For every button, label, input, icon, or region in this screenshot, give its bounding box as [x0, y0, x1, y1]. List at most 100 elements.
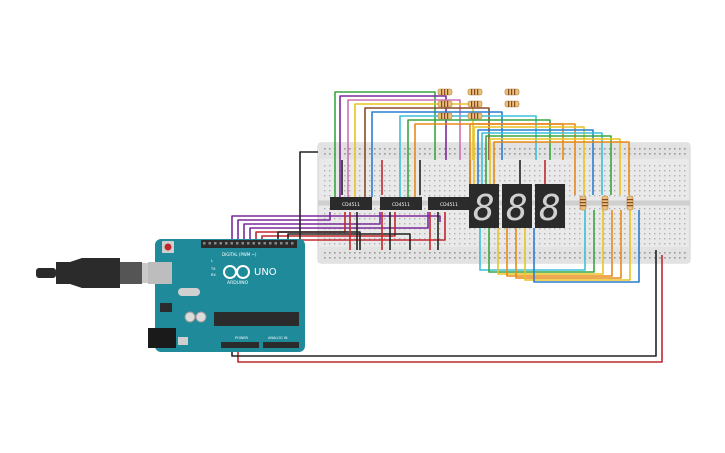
wire-top-arc-4[interactable]: [354, 103, 474, 197]
breadboard-hole: [589, 218, 591, 220]
chip-1[interactable]: CD4511: [330, 197, 372, 210]
breadboard-hole: [654, 153, 656, 155]
breadboard-hole: [389, 148, 391, 150]
breadboard-hole: [424, 208, 426, 210]
wire-black-1[interactable]: [277, 231, 361, 250]
resistor-2[interactable]: [467, 88, 483, 96]
seven-segment-display-3[interactable]: 8: [535, 184, 565, 229]
breadboard-hole: [454, 218, 456, 220]
resistor-5[interactable]: [467, 100, 483, 108]
breadboard-hole: [659, 252, 661, 254]
wire-bottom-arc-7[interactable]: [533, 210, 640, 283]
breadboard-hole: [499, 165, 501, 167]
breadboard-hole: [384, 195, 386, 197]
wire-purple-4[interactable]: [249, 212, 429, 243]
wire-top-arc-1[interactable]: [334, 91, 436, 197]
wire-bottom-arc-5[interactable]: [515, 210, 622, 279]
breadboard-hole: [349, 170, 351, 172]
breadboard-hole: [564, 228, 566, 230]
reset-button-cap[interactable]: [164, 243, 172, 251]
display-1-digit: 8: [473, 188, 495, 229]
resistor-4[interactable]: [437, 100, 453, 108]
wire-right-arc-1[interactable]: [469, 123, 576, 195]
resistor-6[interactable]: [504, 100, 520, 108]
wire-bottom-arc-4[interactable]: [506, 210, 613, 277]
chip-2[interactable]: CD4511: [380, 197, 422, 210]
breadboard-hole: [674, 148, 676, 150]
breadboard-hole: [404, 170, 406, 172]
wire-top-arc-2[interactable]: [339, 95, 447, 197]
breadboard-hole: [464, 195, 466, 197]
breadboard-hole: [564, 148, 566, 150]
usb-cable[interactable]: [36, 258, 164, 288]
breadboard-hole: [654, 180, 656, 182]
breadboard-hole: [559, 243, 561, 245]
breadboard-hole: [449, 185, 451, 187]
resistor-8[interactable]: [467, 112, 483, 120]
wire-right-arc-7[interactable]: [493, 141, 630, 195]
chip-3[interactable]: CD4511: [428, 197, 470, 210]
wire-bottom-arc-2[interactable]: [488, 210, 595, 273]
wire-bottom-arc-6[interactable]: [524, 210, 631, 281]
breadboard-hole: [639, 208, 641, 210]
breadboard-hole: [434, 228, 436, 230]
breadboard-hole: [519, 228, 521, 230]
breadboard-hole: [569, 185, 571, 187]
breadboard-hole: [534, 208, 536, 210]
breadboard-hole: [329, 257, 331, 259]
breadboard-hole: [439, 243, 441, 245]
wire-right-arc-2[interactable]: [473, 126, 585, 195]
wire-purple-3[interactable]: [243, 212, 381, 243]
wire-top-arc-5[interactable]: [364, 107, 490, 197]
wire-right-arc-5[interactable]: [485, 135, 612, 195]
breadboard-hole: [514, 175, 516, 177]
breadboard-hole: [634, 233, 636, 235]
resistor-3[interactable]: [504, 88, 520, 96]
breadboard-hole: [654, 243, 656, 245]
wire-right-arc-3[interactable]: [477, 129, 594, 195]
wire-purple-1[interactable]: [231, 215, 441, 243]
wire-purple-2[interactable]: [237, 212, 331, 243]
seven-segment-display-2[interactable]: 8: [502, 184, 532, 229]
breadboard-hole: [579, 233, 581, 235]
breadboard-hole: [579, 185, 581, 187]
breadboard-hole: [509, 148, 511, 150]
wire-top-arc-8[interactable]: [407, 119, 551, 197]
breadboard-hole: [559, 238, 561, 240]
wire-right-arc-4[interactable]: [481, 132, 603, 195]
wire-bottom-arc-1[interactable]: [479, 210, 586, 271]
breadboard-hole: [509, 153, 511, 155]
breadboard-hole: [684, 148, 686, 150]
breadboard-hole: [669, 243, 671, 245]
breadboard-hole: [374, 218, 376, 220]
breadboard-hole: [514, 148, 516, 150]
breadboard-hole: [579, 213, 581, 215]
breadboard-hole: [449, 252, 451, 254]
breadboard-hole: [574, 223, 576, 225]
resistor-11[interactable]: [626, 195, 634, 211]
resistor-10[interactable]: [601, 195, 609, 211]
seven-segment-display-1[interactable]: 8: [469, 184, 499, 229]
breadboard-hole: [454, 243, 456, 245]
wire-black-2[interactable]: [287, 233, 411, 250]
breadboard-hole: [349, 257, 351, 259]
breadboard-hole: [674, 180, 676, 182]
wire-bottom-arc-3[interactable]: [497, 210, 604, 275]
breadboard-hole: [599, 165, 601, 167]
breadboard-hole: [494, 252, 496, 254]
breadboard-hole: [379, 153, 381, 155]
breadboard-hole: [554, 175, 556, 177]
breadboard-hole: [544, 257, 546, 259]
breadboard-hole: [424, 233, 426, 235]
wire-top-arc-3[interactable]: [347, 99, 461, 197]
resistor-9[interactable]: [579, 195, 587, 211]
breadboard-hole: [649, 233, 651, 235]
resistor-1[interactable]: [437, 88, 453, 96]
breadboard-hole: [534, 180, 536, 182]
breadboard-hole: [549, 165, 551, 167]
resistor-7[interactable]: [437, 112, 453, 120]
wire-black-gnd[interactable]: [299, 151, 318, 250]
wire-right-arc-6[interactable]: [489, 138, 621, 195]
arduino-uno-board[interactable]: DIGITAL (PWM ~) ARDUINO UNO L TX RX POWE…: [148, 239, 305, 352]
power-label: POWER: [235, 336, 249, 340]
